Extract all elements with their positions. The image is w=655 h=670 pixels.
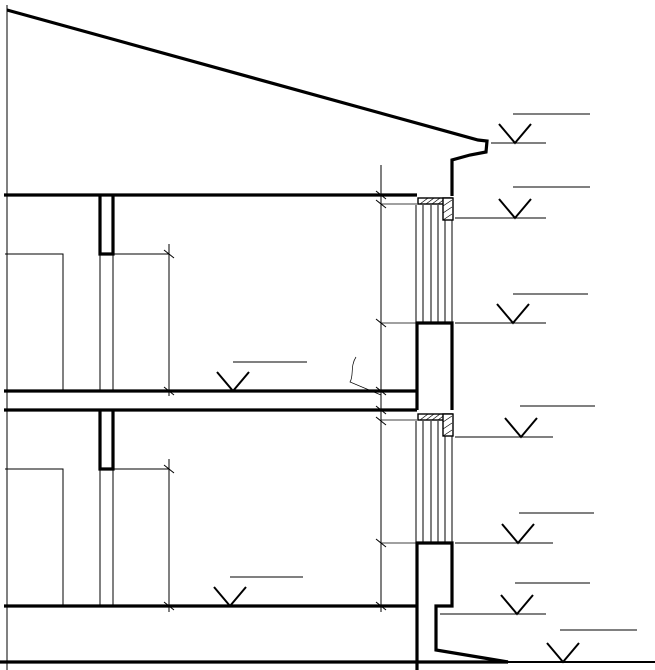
lower-door-outline — [5, 468, 64, 606]
upper-spandrel-wall — [415, 321, 454, 410]
roof — [6, 8, 489, 196]
level-marker-lower-sill — [455, 512, 594, 545]
level-marker-roof-eave — [491, 113, 590, 145]
level-marker-upper-head — [455, 186, 590, 220]
level-marker-ground-floor — [213, 576, 303, 608]
lower-column — [98, 410, 115, 606]
upper-window — [415, 197, 454, 323]
lower-spandrel-wall — [415, 541, 509, 664]
lower-window — [415, 413, 454, 543]
level-marker-exterior-ground — [546, 629, 637, 664]
upper-floor-slab — [4, 389, 419, 412]
upper-door-outline — [5, 253, 64, 391]
level-marker-upper-sill — [455, 293, 588, 325]
facade-dimension-line — [349, 165, 417, 612]
level-marker-exterior-plinth — [440, 582, 590, 616]
lower-interior-dimension — [113, 459, 175, 612]
ground-floor-slab — [4, 604, 419, 670]
upper-interior-dimension — [113, 244, 175, 396]
upper-column — [98, 195, 115, 391]
level-marker-upper-floor — [216, 361, 307, 393]
level-marker-lower-head — [455, 405, 595, 439]
